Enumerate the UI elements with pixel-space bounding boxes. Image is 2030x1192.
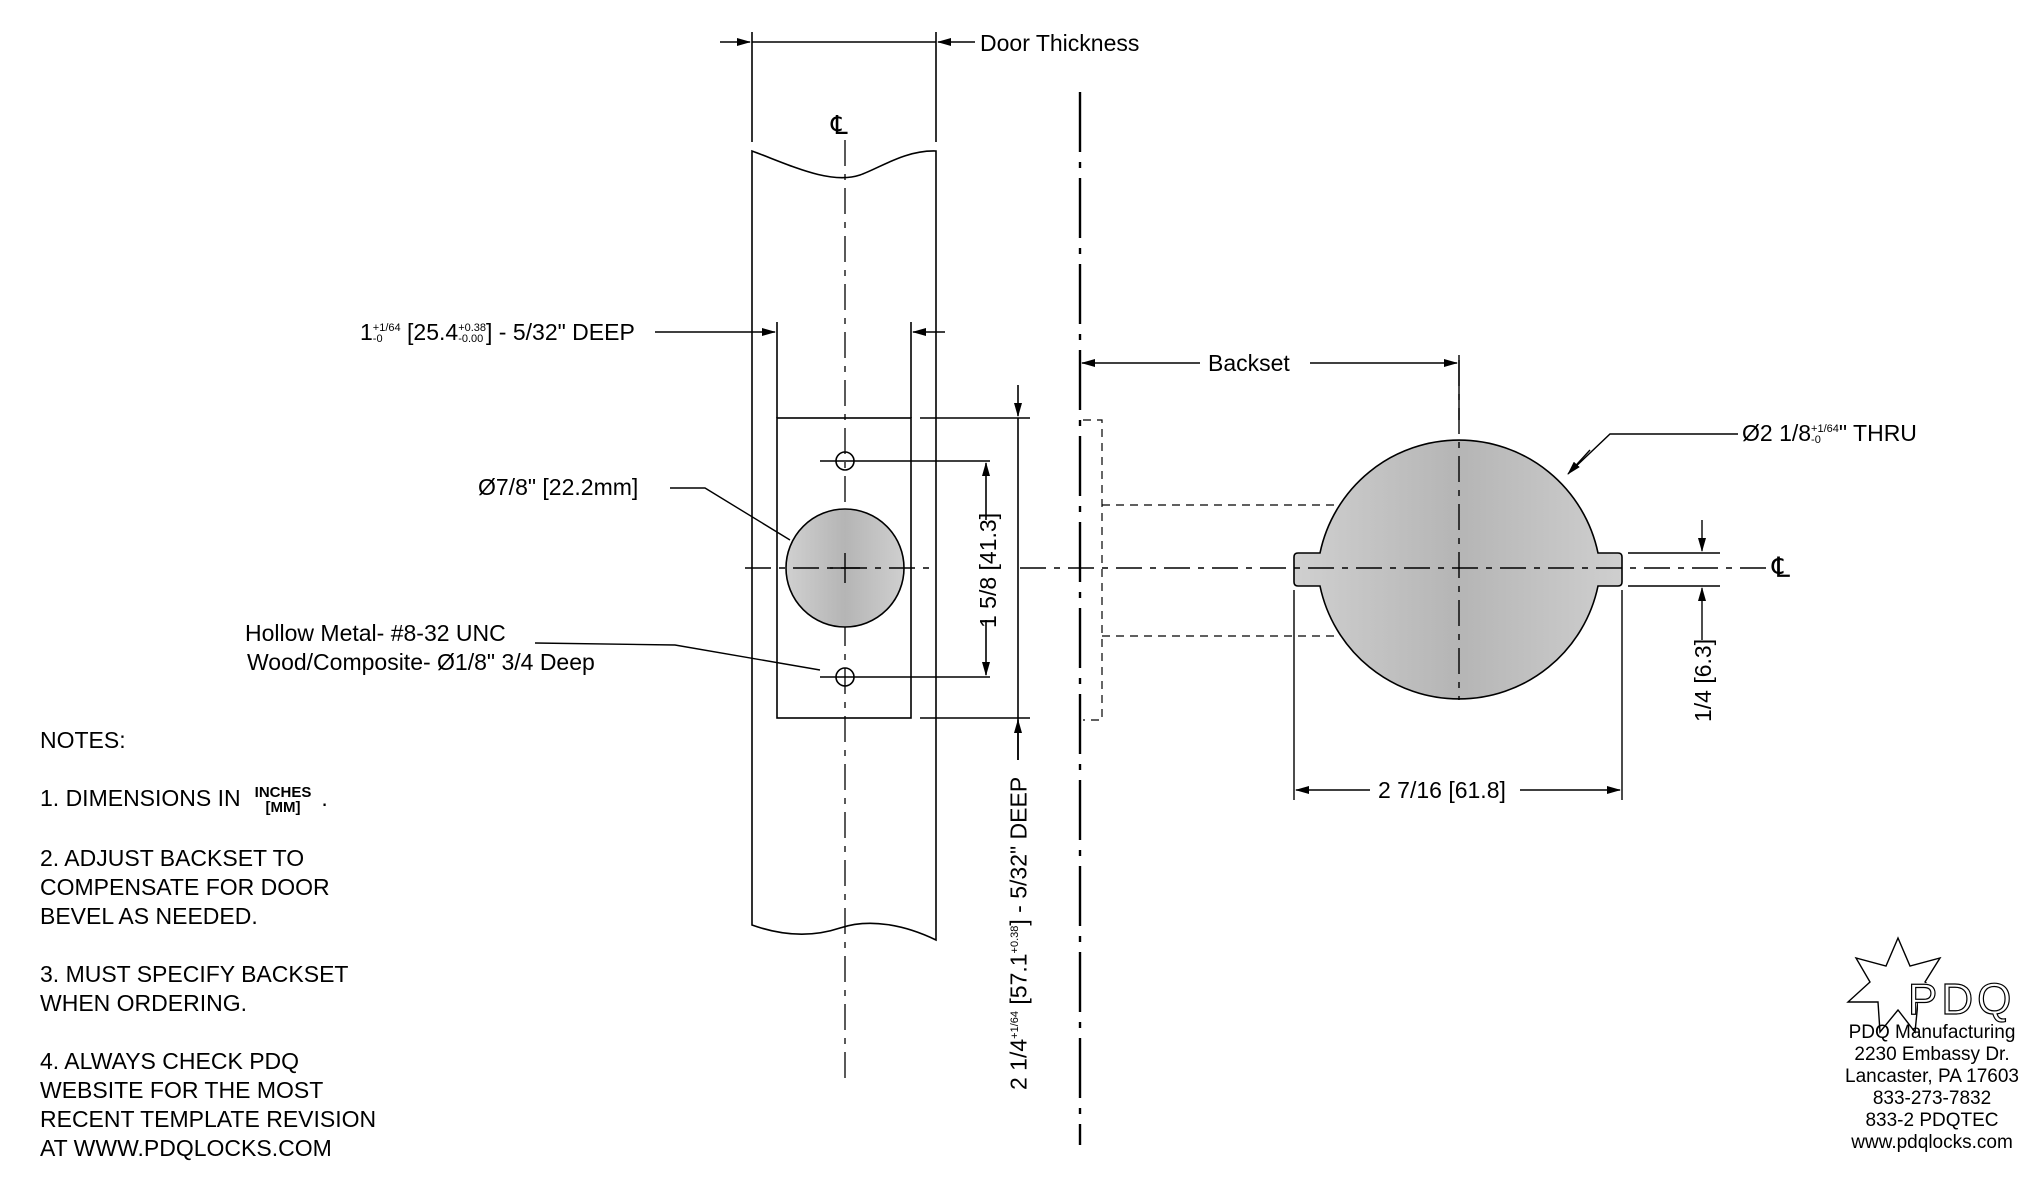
company-city: Lancaster, PA 17603	[1845, 1066, 2019, 1087]
note-4: 4. ALWAYS CHECK PDQ WEBSITE FOR THE MOST…	[40, 1047, 377, 1161]
tab-width-dimension: 2 7/16 [61.8]	[1378, 777, 1506, 803]
face-bore-mm-tol-up: +0.38	[458, 321, 487, 334]
face-bore-mm-tol-dn: -0.00	[458, 332, 484, 345]
face-bore-tail: ] - 5/32" DEEP	[486, 319, 635, 345]
note-2: 2. ADJUST BACKSET TO COMPENSATE FOR DOOR…	[40, 844, 330, 929]
centerline-symbol-top: ℄	[831, 110, 848, 140]
centerline-symbol-right: ℄	[1772, 552, 1790, 583]
screw-spec-line1: Hollow Metal- #8-32 UNC	[245, 620, 506, 646]
face-bore-tol-up: +1/64	[372, 321, 401, 334]
face-bore-tol-dn: -0	[372, 332, 383, 345]
notes-title: NOTES:	[40, 727, 126, 753]
small-bore-label: Ø7/8" [22.2mm]	[478, 474, 639, 500]
unit-stack: INCHES[MM]	[254, 783, 312, 816]
template-drawing	[534, 32, 2022, 1145]
plate-height-dimension: 2 1/4+1/64 [57.1+0.38] - 5/32" DEEP	[1005, 776, 1032, 1090]
cross-bore	[1293, 439, 1623, 700]
backset-label: Backset	[1208, 350, 1290, 376]
company-phone: 833-273-7832	[1872, 1088, 1992, 1109]
face-bore-dimension: 1+1/64-0 [25.4+0.38-0.00] - 5/32" DEEP	[360, 319, 635, 345]
company-address: PDQ Manufacturing 2230 Embassy Dr. Lanca…	[1832, 1022, 2030, 1154]
face-bore-mm: [25.4	[400, 319, 459, 345]
screw-spec-line2: Wood/Composite- Ø1/8" 3/4 Deep	[247, 649, 595, 675]
face-bore-main: 1	[360, 319, 373, 345]
company-name: PDQ Manufacturing	[1848, 1022, 2016, 1043]
company-website: www.pdqlocks.com	[1851, 1132, 2013, 1153]
tab-height-dimension: 1/4 [6.3]	[1690, 638, 1716, 722]
screw-spacing-dimension: 1 5/8 [41.3]	[975, 512, 1001, 628]
pdq-logo-star	[1846, 936, 2022, 1034]
door-edge-outline	[751, 149, 937, 942]
note-3: 3. MUST SPECIFY BACKSET WHEN ORDERING.	[40, 960, 349, 1016]
company-street: 2230 Embassy Dr.	[1854, 1044, 2010, 1065]
pdq-logo-text: PDQ	[1907, 975, 2016, 1024]
cross-bore-diameter: Ø2 1/8+1/64-0" THRU	[1742, 420, 1917, 446]
door-thickness-label: Door Thickness	[980, 30, 1140, 56]
company-phone-alt: 833-2 PDQTEC	[1865, 1110, 1999, 1131]
